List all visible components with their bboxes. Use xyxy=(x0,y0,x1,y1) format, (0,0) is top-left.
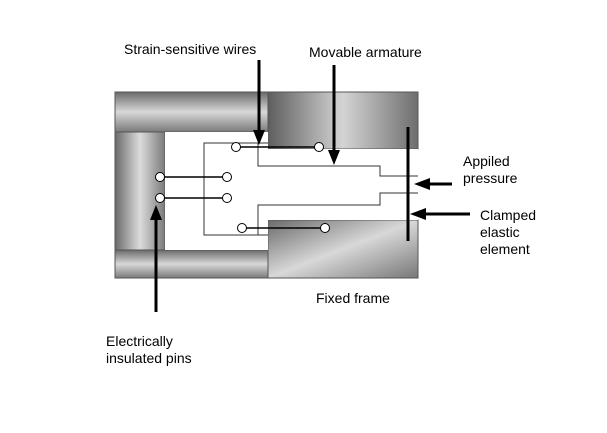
pin xyxy=(314,142,324,152)
insulated-pins xyxy=(155,142,330,233)
frame-bottom-left xyxy=(114,249,269,279)
label-clamped-line2: elastic xyxy=(480,224,520,240)
pin xyxy=(155,172,165,182)
frame-lower-right-block xyxy=(267,219,419,279)
label-clamped-line1: Clamped xyxy=(480,207,537,223)
arrow-pins-head xyxy=(150,205,162,220)
arrows xyxy=(150,60,470,312)
arrow-armature-head xyxy=(328,150,340,165)
label-pins-line1: Electrically xyxy=(106,333,173,349)
label-fixed-frame: Fixed frame xyxy=(316,290,390,306)
pin xyxy=(320,223,330,233)
label-clamped-line3: element xyxy=(480,241,530,257)
pin xyxy=(222,193,232,203)
label-pins-line2: insulated pins xyxy=(106,350,192,366)
pin xyxy=(237,223,247,233)
movable-armature xyxy=(257,143,418,177)
frame-upper-right-block xyxy=(267,91,419,150)
arrow-pressure-head xyxy=(414,178,430,190)
armature-channel xyxy=(268,149,418,220)
label-applied-pressure: Appiled pressure xyxy=(463,153,517,187)
frame-cavity xyxy=(165,132,268,250)
label-clamped-elastic-element: Clamped elastic element xyxy=(480,207,536,258)
label-strain-sensitive-wires: Strain-sensitive wires xyxy=(124,41,257,57)
pin xyxy=(231,142,241,152)
pin xyxy=(155,193,165,203)
arrow-clamped-head xyxy=(410,208,426,220)
label-applied-pressure-line1: Appiled xyxy=(463,153,510,169)
movable-armature-lower xyxy=(257,192,418,235)
frame-top-left xyxy=(114,91,269,133)
arrow-strain-wires-head xyxy=(253,130,265,145)
label-applied-pressure-line2: pressure xyxy=(463,170,518,186)
label-movable-armature: Movable armature xyxy=(309,44,422,60)
label-electrically-insulated-pins: Electrically insulated pins xyxy=(106,333,192,367)
pin xyxy=(222,172,232,182)
